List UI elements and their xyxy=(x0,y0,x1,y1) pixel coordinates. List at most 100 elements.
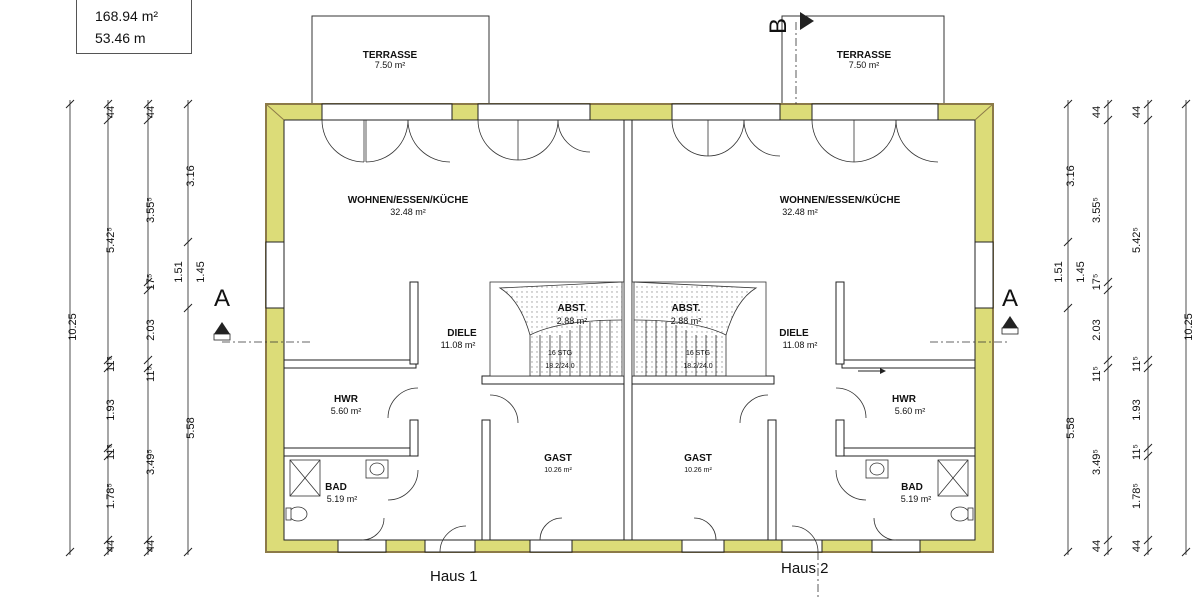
house-1-label: Haus 1 xyxy=(430,568,478,585)
storage-1-name: ABST. xyxy=(558,303,587,314)
dim-l3-3: 2.03 xyxy=(145,319,157,340)
dim-l2-0: 44 xyxy=(105,106,117,118)
guest-2-name: GAST xyxy=(684,453,712,464)
hall-1-area: 11.08 m² xyxy=(441,340,476,350)
dimension-tick xyxy=(103,363,113,373)
dim-l2-6: 44 xyxy=(105,540,117,552)
bath-2-name: BAD xyxy=(901,482,923,493)
bath-1-area: 5.19 m² xyxy=(327,494,358,504)
dim-l2-1: 5.42⁵ xyxy=(105,227,117,253)
guest-1-area: 10.26 m² xyxy=(544,467,572,474)
dim-r2-5: 3.49⁵ xyxy=(1091,449,1103,475)
dim-right-total: 10.25 xyxy=(1183,313,1195,341)
hall-1-name: DIELE xyxy=(447,328,477,339)
dim-left-total: 10.25 xyxy=(67,313,79,341)
utility-1-area: 5.60 m² xyxy=(331,406,362,416)
dimension-tick xyxy=(183,99,193,109)
dim-r2-1: 3.55⁵ xyxy=(1091,197,1103,223)
dimension-tick xyxy=(1143,99,1153,109)
dim-l2-3: 1.93 xyxy=(105,399,117,420)
dim-r1-2: 1.45 xyxy=(1075,261,1087,282)
interior-walls-house-2 xyxy=(631,281,976,541)
terrace-2-area: 7.50 m² xyxy=(849,60,880,70)
top-windows xyxy=(321,103,939,121)
flow-arrow xyxy=(858,368,886,374)
room-labels: TERRASSE 7.50 m² TERRASSE 7.50 m² WOHNEN… xyxy=(325,50,931,504)
dim-l4-3: 5.58 xyxy=(185,417,197,438)
bath-1-name: BAD xyxy=(325,482,347,493)
dim-l3-6: 44 xyxy=(145,540,157,552)
bathroom-fixtures-house-1 xyxy=(285,459,389,522)
utility-1-name: HWR xyxy=(334,394,359,405)
dimension-tick xyxy=(103,547,113,557)
utility-2-name: HWR xyxy=(892,394,917,405)
dimension-tick xyxy=(143,547,153,557)
dimension-tick xyxy=(65,99,75,109)
side-window-left xyxy=(265,241,285,309)
side-window-right xyxy=(974,241,994,309)
dim-r3-1: 5.42⁵ xyxy=(1131,227,1143,253)
dimension-tick xyxy=(103,355,113,365)
dimension-tick xyxy=(143,277,153,287)
dimension-tick xyxy=(1143,355,1153,365)
dimension-tick xyxy=(1063,547,1073,557)
hall-2-name: DIELE xyxy=(779,328,809,339)
dimension-tick xyxy=(103,99,113,109)
dimension-tick xyxy=(183,303,193,313)
dimension-tick xyxy=(1103,535,1113,545)
dimension-tick xyxy=(1181,547,1191,557)
dim-r1-3: 5.58 xyxy=(1065,417,1077,438)
staircase-house-2 xyxy=(631,281,767,377)
dim-r3-6: 44 xyxy=(1131,540,1143,552)
storage-2-name: ABST. xyxy=(672,303,701,314)
dim-r1-1: 1.51 xyxy=(1053,261,1065,282)
dimension-tick xyxy=(143,363,153,373)
terrace-1-name: TERRASSE xyxy=(363,50,418,61)
living-1-area: 32.48 m² xyxy=(390,207,426,217)
dimension-tick xyxy=(183,547,193,557)
interior-walls-house-1 xyxy=(283,281,625,541)
dimension-tick xyxy=(1103,355,1113,365)
dimension-tick xyxy=(143,355,153,365)
dim-l3-2: 17⁵ xyxy=(145,274,157,291)
total-area: 168.94 m² xyxy=(95,8,159,24)
dim-l4-1: 1.51 xyxy=(173,261,185,282)
dimension-tick xyxy=(1103,363,1113,373)
dimension-tick xyxy=(183,237,193,247)
dimension-tick xyxy=(1063,303,1073,313)
summary-box: 168.94 m² 53.46 m xyxy=(76,0,192,54)
terrace-1-area: 7.50 m² xyxy=(375,60,406,70)
terrace-door-swings xyxy=(321,119,939,163)
dimension-tick xyxy=(103,443,113,453)
dim-r1-0: 3.16 xyxy=(1065,165,1077,186)
house-2-label: Haus 2 xyxy=(781,560,829,577)
section-marker-a-right: A xyxy=(930,285,1019,343)
dimension-tick xyxy=(143,285,153,295)
dimension-tick xyxy=(1103,547,1113,557)
dim-r2-4: 11⁵ xyxy=(1091,366,1103,382)
total-length: 53.46 m xyxy=(95,30,146,46)
dim-r3-3: 1.93 xyxy=(1131,399,1143,420)
dim-l4-0: 3.16 xyxy=(185,165,197,186)
bath-2-area: 5.19 m² xyxy=(901,494,932,504)
dimension-tick xyxy=(1143,535,1153,545)
dim-r3-2: 11⁵ xyxy=(1131,356,1143,372)
storage-1-area: 2.88 m² xyxy=(557,316,588,326)
dimension-tick xyxy=(103,535,113,545)
dimension-tick xyxy=(1103,115,1113,125)
utility-2-area: 5.60 m² xyxy=(895,406,926,416)
dim-r3-5: 1.78⁵ xyxy=(1131,483,1143,509)
section-a-left-label: A xyxy=(214,285,230,312)
dimension-tick xyxy=(65,547,75,557)
dimension-tick xyxy=(143,535,153,545)
stair-2-ratio: 18.2/24.0 xyxy=(683,363,712,370)
dimension-labels: 10.25 44 5.42⁵ 11⁵ 1.93 11⁵ 1.78⁵ 44 44 … xyxy=(67,106,1195,552)
dimension-tick xyxy=(1103,285,1113,295)
living-1-name: WOHNEN/ESSEN/KÜCHE xyxy=(348,193,469,206)
dim-r2-0: 44 xyxy=(1091,106,1103,118)
dimension-ticks xyxy=(65,99,1191,557)
dim-l4-2: 1.45 xyxy=(195,261,207,282)
dimension-tick xyxy=(1181,99,1191,109)
dim-l2-2: 11⁵ xyxy=(105,356,117,372)
section-b-label: B xyxy=(765,18,792,34)
